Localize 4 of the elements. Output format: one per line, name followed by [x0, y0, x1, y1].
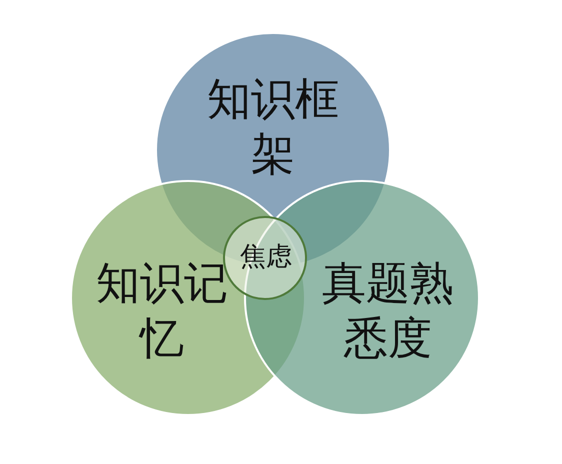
circle-label: 焦虑	[239, 241, 293, 274]
circle-label: 知识框架	[206, 73, 340, 182]
circle-label: 真题熟悉度	[321, 257, 455, 366]
circle-label: 知识记忆	[95, 257, 229, 366]
